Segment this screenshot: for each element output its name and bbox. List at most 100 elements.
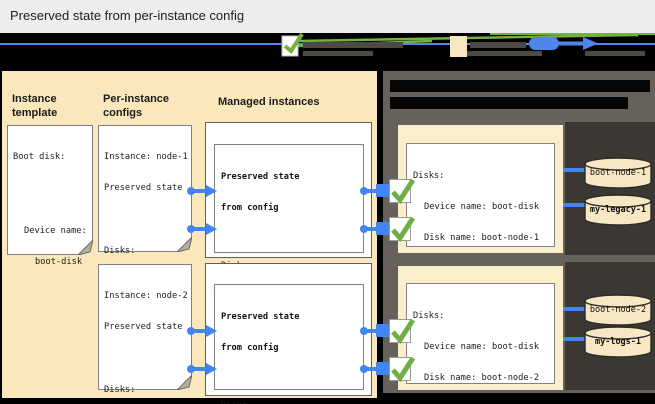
legend-text-blob xyxy=(462,51,542,56)
legend-check-swatch xyxy=(281,35,299,57)
right-panel-title-obscured xyxy=(390,80,650,92)
legend-bar xyxy=(0,32,655,71)
disk-connector-line xyxy=(563,203,585,207)
managed-instances-label: Managed instances xyxy=(218,96,320,108)
disk-column-background xyxy=(565,262,655,390)
vm-node-2-box: node-2 Disks: Device name: boot-disk Dis… xyxy=(398,266,563,390)
disk-cylinder-icon xyxy=(584,326,652,358)
disk-connector-line xyxy=(563,307,585,311)
device-name-label: Device name: xyxy=(24,225,87,236)
connector-square xyxy=(376,184,389,197)
device-name-value: boot-disk xyxy=(35,257,83,268)
legend-text-blob xyxy=(303,51,373,56)
disk-name-value: boot-node-1 xyxy=(481,233,540,244)
connector-line xyxy=(193,189,207,193)
device-name-value: boot-disk xyxy=(492,342,540,353)
instance-line: Instance: node-1 xyxy=(104,151,188,162)
green-checkmark-icon xyxy=(391,216,416,243)
column-header-instance-template: Instance template xyxy=(12,93,58,119)
disk-connector-line xyxy=(563,168,585,172)
disks-label: Disks: xyxy=(413,310,445,321)
connector-line xyxy=(193,367,207,371)
disk-name-value: boot-node-2 xyxy=(481,373,540,384)
disk-label: my-logs-1 xyxy=(594,337,642,347)
green-checkmark-icon xyxy=(391,318,416,345)
blue-arrow-icon xyxy=(206,185,217,197)
legend-green-line xyxy=(297,33,639,43)
connector-square xyxy=(376,324,389,337)
legend-blue-arrow-icon xyxy=(583,37,598,50)
preserved-state-line: Preserved state xyxy=(221,311,300,322)
disks-label: Disks: xyxy=(104,246,136,257)
blue-arrow-icon xyxy=(206,223,217,235)
connector-dot xyxy=(187,187,195,195)
connector-dot xyxy=(360,225,368,233)
preserved-state-box: Preserved state from config Disks: Devic… xyxy=(214,144,364,391)
disks-label: Disks: xyxy=(221,401,363,404)
checkmark-box xyxy=(389,216,416,243)
connector-square xyxy=(376,362,389,375)
connector-dot xyxy=(360,327,368,335)
device-name-label: Device name: xyxy=(424,202,492,213)
preserved-state-line: from config xyxy=(221,203,279,214)
connector-square xyxy=(376,222,389,235)
disk-label: boot-node-1 xyxy=(589,168,647,178)
connector-line xyxy=(366,227,378,231)
preserved-state-line: Preserved state xyxy=(221,171,300,182)
connector-line xyxy=(193,329,207,333)
blue-arrow-icon xyxy=(206,325,217,337)
right-panel-subtitle-obscured xyxy=(390,97,628,109)
disks-label: Disks: xyxy=(104,385,136,396)
legend-blue-oval xyxy=(529,37,559,50)
legend-blue-line xyxy=(598,43,655,45)
disk-cylinder-icon xyxy=(584,194,652,226)
preserved-state-line: Preserved state xyxy=(104,183,183,194)
per-instance-config-node-2: Instance: node-2 Preserved state Disks: … xyxy=(98,264,192,395)
preserved-state-line: Preserved state xyxy=(104,322,183,333)
disk-cylinder-boot-node-2: boot-node-2 xyxy=(583,293,653,327)
folded-corner xyxy=(78,240,93,255)
legend-text-blob xyxy=(470,42,526,48)
boot-disk-label: Boot disk: xyxy=(13,151,66,162)
disk-label: boot-node-2 xyxy=(589,305,647,315)
node-disks-box: Disks: Device name: boot-disk Disk name:… xyxy=(406,283,555,384)
instance-line: Instance: node-2 xyxy=(104,290,188,301)
legend-config-swatch xyxy=(450,36,467,57)
disk-label: my-legacy-1 xyxy=(589,205,647,215)
connector-line xyxy=(366,329,378,333)
connector-line xyxy=(366,367,378,371)
connector-line xyxy=(193,227,207,231)
disks-label: Disks: xyxy=(413,170,445,181)
disk-connector-line xyxy=(563,337,585,341)
device-name-value: boot-disk xyxy=(492,202,540,213)
checkmark-box xyxy=(389,356,416,383)
disk-cylinder-icon xyxy=(584,294,652,326)
disk-cylinder-boot-node-1: boot-node-1 xyxy=(583,156,653,190)
connector-dot xyxy=(187,327,195,335)
checkmark-box xyxy=(389,178,416,205)
connector-line xyxy=(366,189,378,193)
device-name-label: Device name: xyxy=(424,342,492,353)
disk-cylinder-icon xyxy=(584,157,652,189)
disk-name-label: Disk name: xyxy=(424,233,482,244)
legend-text-blob xyxy=(303,42,403,48)
green-checkmark-icon xyxy=(391,356,416,383)
folded-corner xyxy=(177,237,192,252)
legend-blue-arrow-shaft xyxy=(556,41,584,46)
column-header-per-instance-configs: Per-instance configs xyxy=(103,93,170,119)
vm-node-1-box: node-1 Disks: Device name: boot-disk Dis… xyxy=(398,125,563,390)
managed-instance-node-1: Instance: node-1 Preserved state from co… xyxy=(205,122,372,391)
node-disks-box: Disks: Device name: boot-disk Disk name:… xyxy=(406,143,555,390)
preserved-state-box: Preserved state from config Disks: Devic… xyxy=(214,284,364,404)
disk-cylinder-my-legacy-1: my-legacy-1 xyxy=(583,193,653,227)
blue-arrow-icon xyxy=(206,363,217,375)
instance-template-box: Boot disk: Device name: boot-disk xyxy=(7,125,93,267)
green-checkmark-icon xyxy=(391,178,416,205)
legend-text-blob xyxy=(585,51,645,56)
connector-dot xyxy=(360,365,368,373)
managed-instance-node-2: Instance: node-2 Preserved state from co… xyxy=(205,263,372,404)
connector-dot xyxy=(187,365,195,373)
folded-corner xyxy=(177,375,192,390)
title-bar: Preserved state from per-instance config xyxy=(0,0,655,33)
